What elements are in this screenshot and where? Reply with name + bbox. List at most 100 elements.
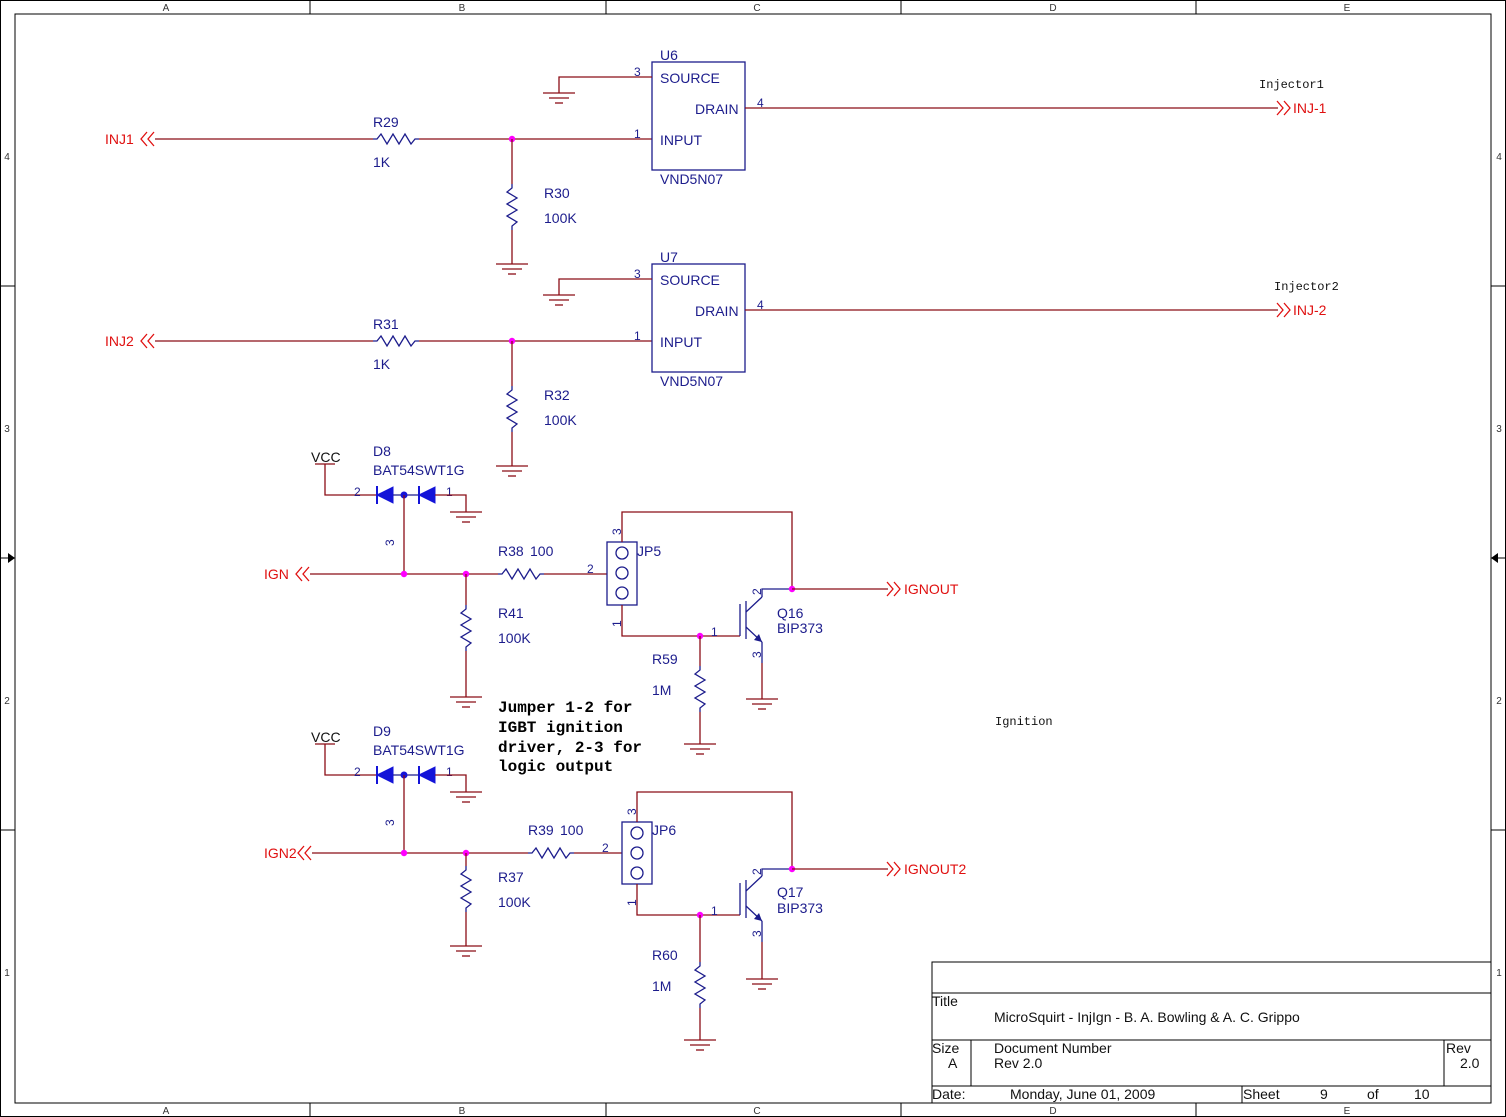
u6-body[interactable] bbox=[651, 61, 746, 171]
q17-value: BIP373 bbox=[777, 900, 823, 916]
d8-diode[interactable] bbox=[375, 486, 436, 504]
jp6-jumper[interactable] bbox=[621, 821, 653, 885]
q16-igbt[interactable] bbox=[739, 588, 792, 663]
svg-text:IGN: IGN bbox=[264, 566, 289, 582]
r59-ref: R59 bbox=[652, 651, 678, 667]
sheet-total: 10 bbox=[1414, 1086, 1430, 1102]
u6-pin-drain: DRAIN bbox=[695, 101, 739, 117]
u7-pin-num-4: 4 bbox=[757, 298, 764, 312]
u6-ref: U6 bbox=[660, 47, 678, 63]
q17-pin-num-1: 1 bbox=[711, 904, 718, 918]
jp6-pin-num-3: 3 bbox=[625, 808, 639, 815]
q17-pin-num-3: 3 bbox=[750, 930, 764, 937]
document-number-value: Rev 2.0 bbox=[994, 1055, 1042, 1071]
r38-value: 100 bbox=[530, 543, 554, 559]
ignition-channel-1: VCC D8 BAT54SWT1G 2 1 3 IGN R38 100 2 bbox=[264, 443, 959, 755]
ground-icon bbox=[542, 92, 576, 104]
jp6-pin-num-2: 2 bbox=[602, 841, 609, 855]
svg-text:VCC: VCC bbox=[311, 729, 341, 745]
r60-resistor[interactable] bbox=[693, 962, 707, 1008]
r32-resistor[interactable] bbox=[505, 386, 519, 432]
note-line-1: Jumper 1-2 for bbox=[498, 699, 632, 717]
u6-pin-num-1: 1 bbox=[634, 127, 641, 141]
jp6-pin-num-1: 1 bbox=[625, 899, 639, 906]
document-number-label: Document Number bbox=[994, 1040, 1112, 1056]
r59-resistor[interactable] bbox=[693, 666, 707, 712]
u6-pin-num-3: 3 bbox=[634, 65, 641, 79]
r30-ref: R30 bbox=[544, 185, 570, 201]
col-label-e-bottom: E bbox=[1344, 1106, 1351, 1117]
net-label-ignition: Ignition bbox=[995, 715, 1053, 729]
q17-igbt[interactable] bbox=[739, 868, 792, 942]
row-label-4-right: 4 bbox=[1496, 152, 1502, 163]
rev-label: Rev bbox=[1446, 1040, 1471, 1056]
ground-icon bbox=[495, 263, 529, 275]
net-label-injector1: Injector1 bbox=[1259, 78, 1324, 92]
row-label-2-left: 2 bbox=[4, 696, 10, 707]
r37-resistor[interactable] bbox=[459, 866, 473, 912]
net-label-injector2: Injector2 bbox=[1274, 280, 1339, 294]
inj-2-output-port[interactable]: INJ-2 bbox=[1276, 302, 1327, 318]
inj-1-output-port[interactable]: INJ-1 bbox=[1276, 100, 1327, 116]
date-value: Monday, June 01, 2009 bbox=[1010, 1086, 1156, 1102]
ground-icon bbox=[449, 791, 483, 803]
d8-pin-num-2: 2 bbox=[354, 485, 361, 499]
r29-ref: R29 bbox=[373, 114, 399, 130]
ign-port[interactable]: IGN bbox=[264, 566, 310, 582]
r31-resistor[interactable] bbox=[373, 334, 419, 348]
r38-resistor[interactable] bbox=[498, 567, 544, 581]
d9-diode[interactable] bbox=[375, 766, 436, 784]
note-line-4: logic output bbox=[498, 758, 613, 776]
title-value: MicroSquirt - InjIgn - B. A. Bowling & A… bbox=[994, 1009, 1300, 1025]
size-label: Size bbox=[932, 1040, 959, 1056]
junction-dot bbox=[400, 849, 408, 857]
inj2-port[interactable]: INJ2 bbox=[105, 333, 155, 349]
inj1-port[interactable]: INJ1 bbox=[105, 131, 155, 147]
u7-value: VND5N07 bbox=[660, 373, 723, 389]
r37-value: 100K bbox=[498, 894, 531, 910]
r30-resistor[interactable] bbox=[505, 184, 519, 230]
jp5-jumper[interactable] bbox=[606, 541, 638, 606]
svg-text:IGNOUT: IGNOUT bbox=[904, 581, 959, 597]
ground-icon bbox=[745, 978, 779, 990]
col-label-d-top: D bbox=[1049, 3, 1056, 14]
u7-body[interactable] bbox=[651, 263, 746, 373]
row-label-1-left: 1 bbox=[4, 968, 10, 979]
u7-ref: U7 bbox=[660, 249, 678, 265]
svg-text:VCC: VCC bbox=[311, 449, 341, 465]
u6-pin-source: SOURCE bbox=[660, 70, 720, 86]
u7-pin-input: INPUT bbox=[660, 334, 702, 350]
d8-pin-num-3: 3 bbox=[383, 539, 397, 546]
ignout-port[interactable]: IGNOUT bbox=[886, 581, 959, 597]
sheet-number: 9 bbox=[1320, 1086, 1328, 1102]
r41-resistor[interactable] bbox=[459, 605, 473, 651]
u7-pin-num-3: 3 bbox=[634, 267, 641, 281]
r59-value: 1M bbox=[652, 682, 671, 698]
ign2-port[interactable]: IGN2 bbox=[264, 845, 312, 861]
r29-resistor[interactable] bbox=[373, 132, 419, 146]
injector-channel-2: INJ2 R31 1K R32 100K U7 SOURCE DRAIN INP… bbox=[105, 249, 1339, 477]
d8-value: BAT54SWT1G bbox=[373, 462, 465, 478]
r31-ref: R31 bbox=[373, 316, 399, 332]
r38-ref: R38 bbox=[498, 543, 524, 559]
d8-pin-num-1: 1 bbox=[446, 485, 453, 499]
d9-pin-num-3: 3 bbox=[383, 819, 397, 826]
row-label-2-right: 2 bbox=[1496, 696, 1502, 707]
col-label-a-bottom: A bbox=[163, 1106, 170, 1117]
q17-pin-num-2: 2 bbox=[750, 868, 764, 875]
ignout2-port[interactable]: IGNOUT2 bbox=[886, 861, 966, 877]
q16-pin-num-2: 2 bbox=[750, 588, 764, 595]
svg-text:IGN2: IGN2 bbox=[264, 845, 297, 861]
d9-pin-num-2: 2 bbox=[354, 765, 361, 779]
r41-value: 100K bbox=[498, 630, 531, 646]
row-label-1-right: 1 bbox=[1496, 968, 1502, 979]
r39-ref: R39 bbox=[528, 822, 554, 838]
ground-icon bbox=[542, 294, 576, 306]
r39-resistor[interactable] bbox=[528, 846, 574, 860]
title-block: Title MicroSquirt - InjIgn - B. A. Bowli… bbox=[931, 961, 1492, 1104]
ground-icon bbox=[745, 698, 779, 710]
u6-value: VND5N07 bbox=[660, 171, 723, 187]
r32-ref: R32 bbox=[544, 387, 570, 403]
ground-icon bbox=[495, 465, 529, 477]
r37-ref: R37 bbox=[498, 869, 524, 885]
